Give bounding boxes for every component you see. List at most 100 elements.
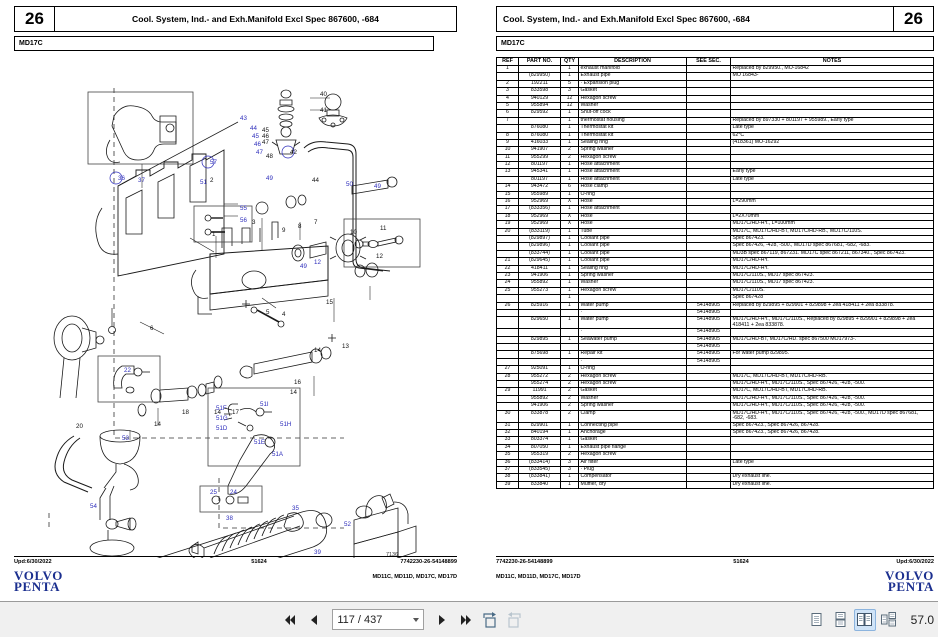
viewer-toolbar[interactable]: 117 / 437 [0, 601, 938, 637]
cell-note: Late type [730, 124, 934, 133]
right-page-title: Cool. System, Ind.- and Exh.Manifold Exc… [503, 14, 750, 24]
parts-diagram: 1 2 3 4 5 6 7 8 9 10 11 12 13 [14, 58, 457, 558]
col-part-no: PART NO. [518, 57, 561, 66]
cell-sec [686, 116, 731, 126]
document-viewport[interactable]: 26 Cool. System, Ind.- and Exh.Manifold … [0, 0, 938, 601]
cell-part: 801197 [518, 175, 561, 185]
cell-part [518, 116, 561, 126]
cell-sec [686, 480, 731, 490]
table-row: ·54148905 [496, 328, 934, 337]
cell-qty: 2 [560, 409, 579, 423]
cell-qty: 2 [560, 387, 579, 396]
cell-sec [686, 183, 731, 192]
cell-note: L=2X70mm [730, 212, 934, 222]
cell-ref: 36 [496, 458, 519, 467]
cell-sec [686, 153, 731, 163]
svg-text:51H: 51H [280, 421, 291, 428]
chevron-down-icon[interactable] [413, 617, 420, 622]
single-page-view-button[interactable] [806, 609, 828, 631]
cell-desc: Hexagon screw [578, 379, 687, 389]
cell-ref: 34 [496, 443, 519, 453]
cell-desc: Hexagon screw [578, 372, 687, 382]
right-footer-updated: Upd:6/30/2022 [896, 559, 934, 565]
svg-text:7136: 7136 [386, 552, 398, 558]
svg-text:38: 38 [226, 515, 233, 522]
cell-part: 801197 [518, 161, 561, 170]
svg-text:40: 40 [320, 91, 327, 98]
cell-part: 925091 [518, 365, 561, 374]
rotate-clockwise-button[interactable] [479, 609, 501, 631]
brand-penta-left: PENTA [14, 579, 61, 595]
cell-qty: 1 [560, 443, 579, 453]
cell-note: Dry exhaust line. [730, 473, 934, 482]
cell-note [730, 183, 934, 192]
svg-text:35: 35 [292, 505, 299, 512]
cell-ref: 26 [496, 301, 519, 310]
cell-part: 955272 [518, 372, 561, 382]
cell-qty: 1 [560, 294, 579, 303]
cell-note: For water pump 829895. [730, 350, 934, 359]
cell-ref [496, 328, 519, 337]
cell-ref: 30 [496, 409, 519, 423]
next-page-button[interactable] [431, 609, 453, 631]
cell-ref: 37 [496, 465, 519, 475]
right-section-number: 26 [893, 7, 933, 31]
cell-desc: Exhaust pipe flange [578, 443, 687, 453]
rotate-counterclockwise-button[interactable] [503, 609, 525, 631]
cell-note: 62°C [730, 131, 934, 140]
cell-sec: 54148905 [686, 350, 731, 359]
cell-desc: Coolant pipe [578, 242, 687, 251]
cell-note: Spec 867426, -428, -500., MD17D spec 867… [730, 242, 934, 251]
cell-ref: 14 [496, 183, 519, 192]
zoom-level-label[interactable]: 57.0 [910, 612, 935, 627]
svg-text:20: 20 [76, 423, 83, 430]
previous-page-button[interactable] [303, 609, 325, 631]
cell-desc: Water pump [578, 301, 687, 310]
cell-part: 192211 [518, 79, 561, 89]
last-page-button[interactable] [455, 609, 477, 631]
svg-text:44: 44 [250, 125, 257, 132]
cell-sec [686, 465, 731, 475]
cell-ref: 17 [496, 205, 519, 214]
cell-qty: 1 [560, 436, 579, 445]
cell-ref [496, 394, 519, 404]
cell-part: (829645) [518, 257, 561, 266]
book-view-button[interactable] [878, 609, 900, 631]
cell-sec [686, 138, 731, 148]
cell-part: 416033 [518, 138, 561, 148]
cell-part: 955989 [518, 190, 561, 200]
cell-part [518, 64, 561, 74]
first-page-button[interactable] [279, 609, 301, 631]
cell-desc: Sealing ring [578, 264, 687, 273]
cell-qty: 2 [560, 394, 579, 404]
cell-part [518, 357, 561, 367]
cell-desc: Hose attachment [578, 175, 687, 185]
cell-qty: X [560, 198, 579, 207]
cell-part: (829896) [518, 242, 561, 251]
cell-note: Late type [730, 175, 934, 185]
svg-text:11: 11 [380, 225, 387, 232]
cell-note: MD17C, MD17C/HD-BT, MD17C/HD-RB. [730, 387, 934, 396]
right-footer-center-code: 51624 [733, 559, 749, 565]
cell-note: MD17C/110S., MD17 spec 867423. [730, 279, 934, 288]
left-page-header: 26 Cool. System, Ind.- and Exh.Manifold … [14, 6, 457, 32]
svg-text:45: 45 [262, 127, 269, 134]
two-page-view-button[interactable] [853, 608, 876, 631]
continuous-scroll-view-button[interactable] [830, 609, 852, 631]
page-number-input[interactable]: 117 / 437 [332, 609, 425, 630]
